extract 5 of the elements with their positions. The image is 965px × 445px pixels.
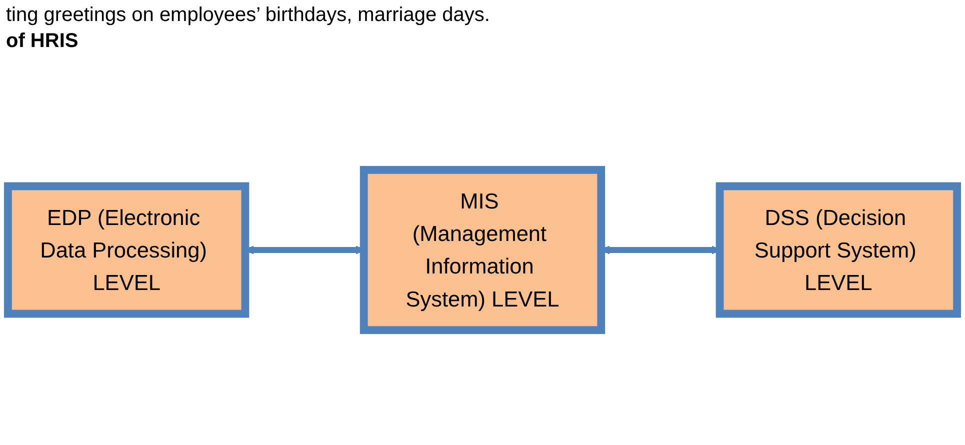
note-text: of HRIS bbox=[6, 29, 80, 54]
node-box: DSS (Decision Support System) LEVEL bbox=[716, 182, 962, 318]
node-box: EDP (Electronic Data Processing) LEVEL bbox=[4, 182, 250, 318]
node-box: MIS (Management Information System) LEVEL bbox=[360, 166, 606, 334]
note-text: ting greetings on employees’ birthdays, marriage days. bbox=[6, 3, 490, 28]
